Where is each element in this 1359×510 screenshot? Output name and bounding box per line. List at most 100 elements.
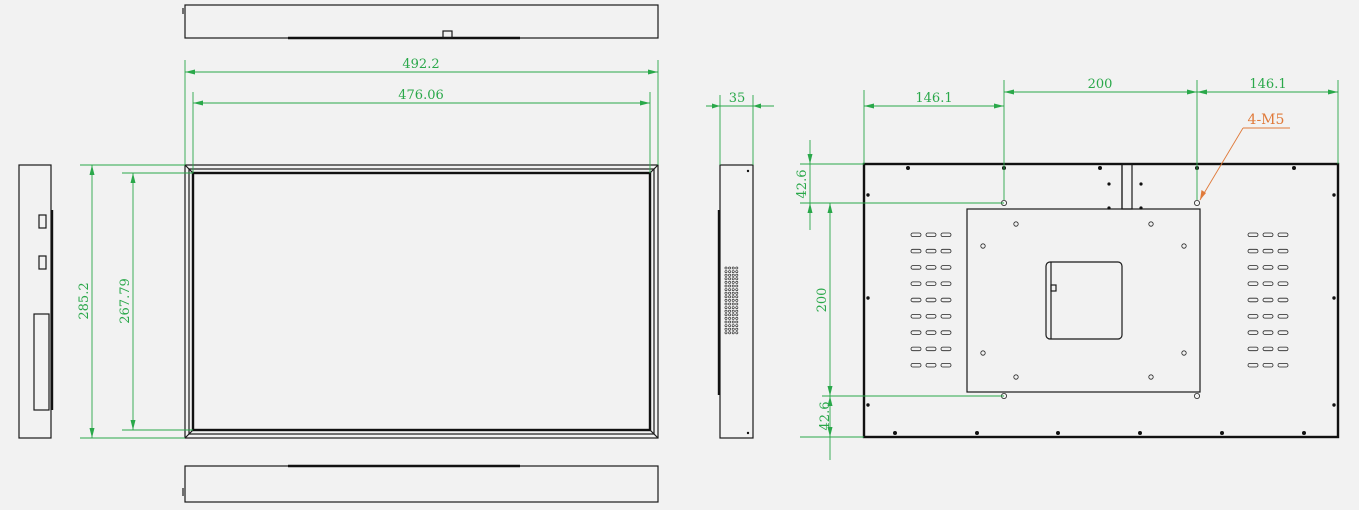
vent-hole — [731, 331, 735, 335]
vent-hole — [731, 273, 735, 277]
vent-hole — [735, 270, 739, 274]
top-view — [182, 4, 659, 40]
vent-hole — [735, 284, 739, 288]
vent-slot — [925, 232, 937, 237]
vent-hole — [731, 313, 735, 317]
vent-hole — [724, 306, 728, 310]
vent-hole — [728, 316, 732, 320]
screw — [1332, 296, 1336, 300]
screw — [1332, 193, 1336, 197]
screw — [1056, 431, 1060, 435]
front-width-dims — [184, 60, 659, 173]
left-side-view — [18, 164, 54, 439]
screen-width-label: 476.06 — [398, 88, 444, 103]
vent-hole — [728, 277, 732, 281]
vent-hole — [731, 284, 735, 288]
screw — [866, 193, 870, 197]
screw — [975, 431, 979, 435]
rear-perimeter-screws — [866, 166, 1336, 435]
vent-hole — [724, 291, 728, 295]
vent-hole — [724, 316, 728, 320]
vent-slot — [925, 265, 937, 270]
rear-horizontal-dims — [863, 80, 1339, 200]
vent-slot — [910, 346, 922, 352]
vent-slot — [940, 297, 952, 303]
vent-hole — [735, 309, 739, 313]
vent-hole — [731, 324, 735, 328]
vent-hole — [731, 298, 735, 302]
vent-hole — [728, 273, 732, 277]
vent-slot — [925, 330, 937, 335]
vent-hole — [731, 266, 735, 270]
vent-hole — [731, 288, 735, 292]
screen-height-label: 267.79 — [118, 278, 133, 324]
mount-right-offset-label: 146.1 — [1249, 77, 1286, 92]
vent-slot — [1247, 265, 1259, 270]
vent-slot — [1247, 232, 1259, 237]
bracket-hole — [1148, 221, 1154, 227]
vent-slot — [910, 362, 922, 368]
vent-hole — [724, 277, 728, 281]
vent-hole — [735, 288, 739, 292]
vent-slot — [940, 362, 952, 368]
vent-slot — [910, 314, 922, 319]
vent-hole — [731, 320, 735, 324]
vent-grille — [724, 266, 739, 335]
rear-vent-slots — [910, 232, 1289, 368]
vent-hole — [728, 298, 732, 302]
vent-hole — [728, 320, 732, 324]
vent-slot — [910, 330, 922, 335]
mount-hole-callout — [1199, 127, 1290, 201]
vent-slot — [1262, 362, 1274, 368]
vent-hole — [735, 291, 739, 295]
vent-slot — [1262, 330, 1274, 335]
mount-left-offset-label: 146.1 — [915, 91, 952, 106]
vent-hole — [728, 327, 732, 331]
vent-hole — [735, 266, 739, 270]
vent-slot — [1247, 362, 1259, 368]
vent-hole — [735, 327, 739, 331]
vent-hole — [728, 295, 732, 299]
vent-hole — [724, 273, 728, 277]
vent-slot — [1277, 265, 1289, 270]
vent-slot — [1262, 346, 1274, 352]
vent-hole — [735, 316, 739, 320]
vent-hole — [735, 331, 739, 335]
vent-slot — [910, 248, 922, 254]
screw — [1332, 403, 1336, 407]
vent-hole — [731, 327, 735, 331]
vent-hole — [728, 266, 732, 270]
screw — [866, 296, 870, 300]
overall-width-label: 492.2 — [402, 57, 439, 72]
vent-hole — [728, 309, 732, 313]
vent-hole — [728, 288, 732, 292]
vent-hole — [731, 302, 735, 306]
vent-hole — [724, 298, 728, 302]
vent-hole — [735, 277, 739, 281]
vent-slot — [1247, 330, 1259, 335]
vent-slot — [940, 346, 952, 352]
mount-spacing-h-label: 200 — [1088, 77, 1113, 92]
vent-hole — [731, 280, 735, 284]
vent-hole — [728, 284, 732, 288]
vent-slot — [910, 232, 922, 237]
vent-hole — [724, 331, 728, 335]
vent-hole — [731, 309, 735, 313]
vent-slot — [940, 281, 952, 286]
vent-hole — [724, 288, 728, 292]
vent-slot — [910, 297, 922, 303]
vent-hole — [724, 309, 728, 313]
vesa-hole-bottom-right — [1194, 392, 1201, 399]
screw — [893, 431, 897, 435]
vent-hole — [728, 291, 732, 295]
bracket-hole — [980, 243, 986, 249]
screw — [1098, 166, 1102, 170]
vent-slot — [1277, 248, 1289, 254]
vent-slot — [940, 232, 952, 237]
vent-hole — [728, 302, 732, 306]
vent-slot — [940, 248, 952, 254]
vent-slot — [1262, 314, 1274, 319]
vent-hole — [735, 295, 739, 299]
bracket-hole — [980, 350, 986, 356]
vent-slot — [925, 281, 937, 286]
